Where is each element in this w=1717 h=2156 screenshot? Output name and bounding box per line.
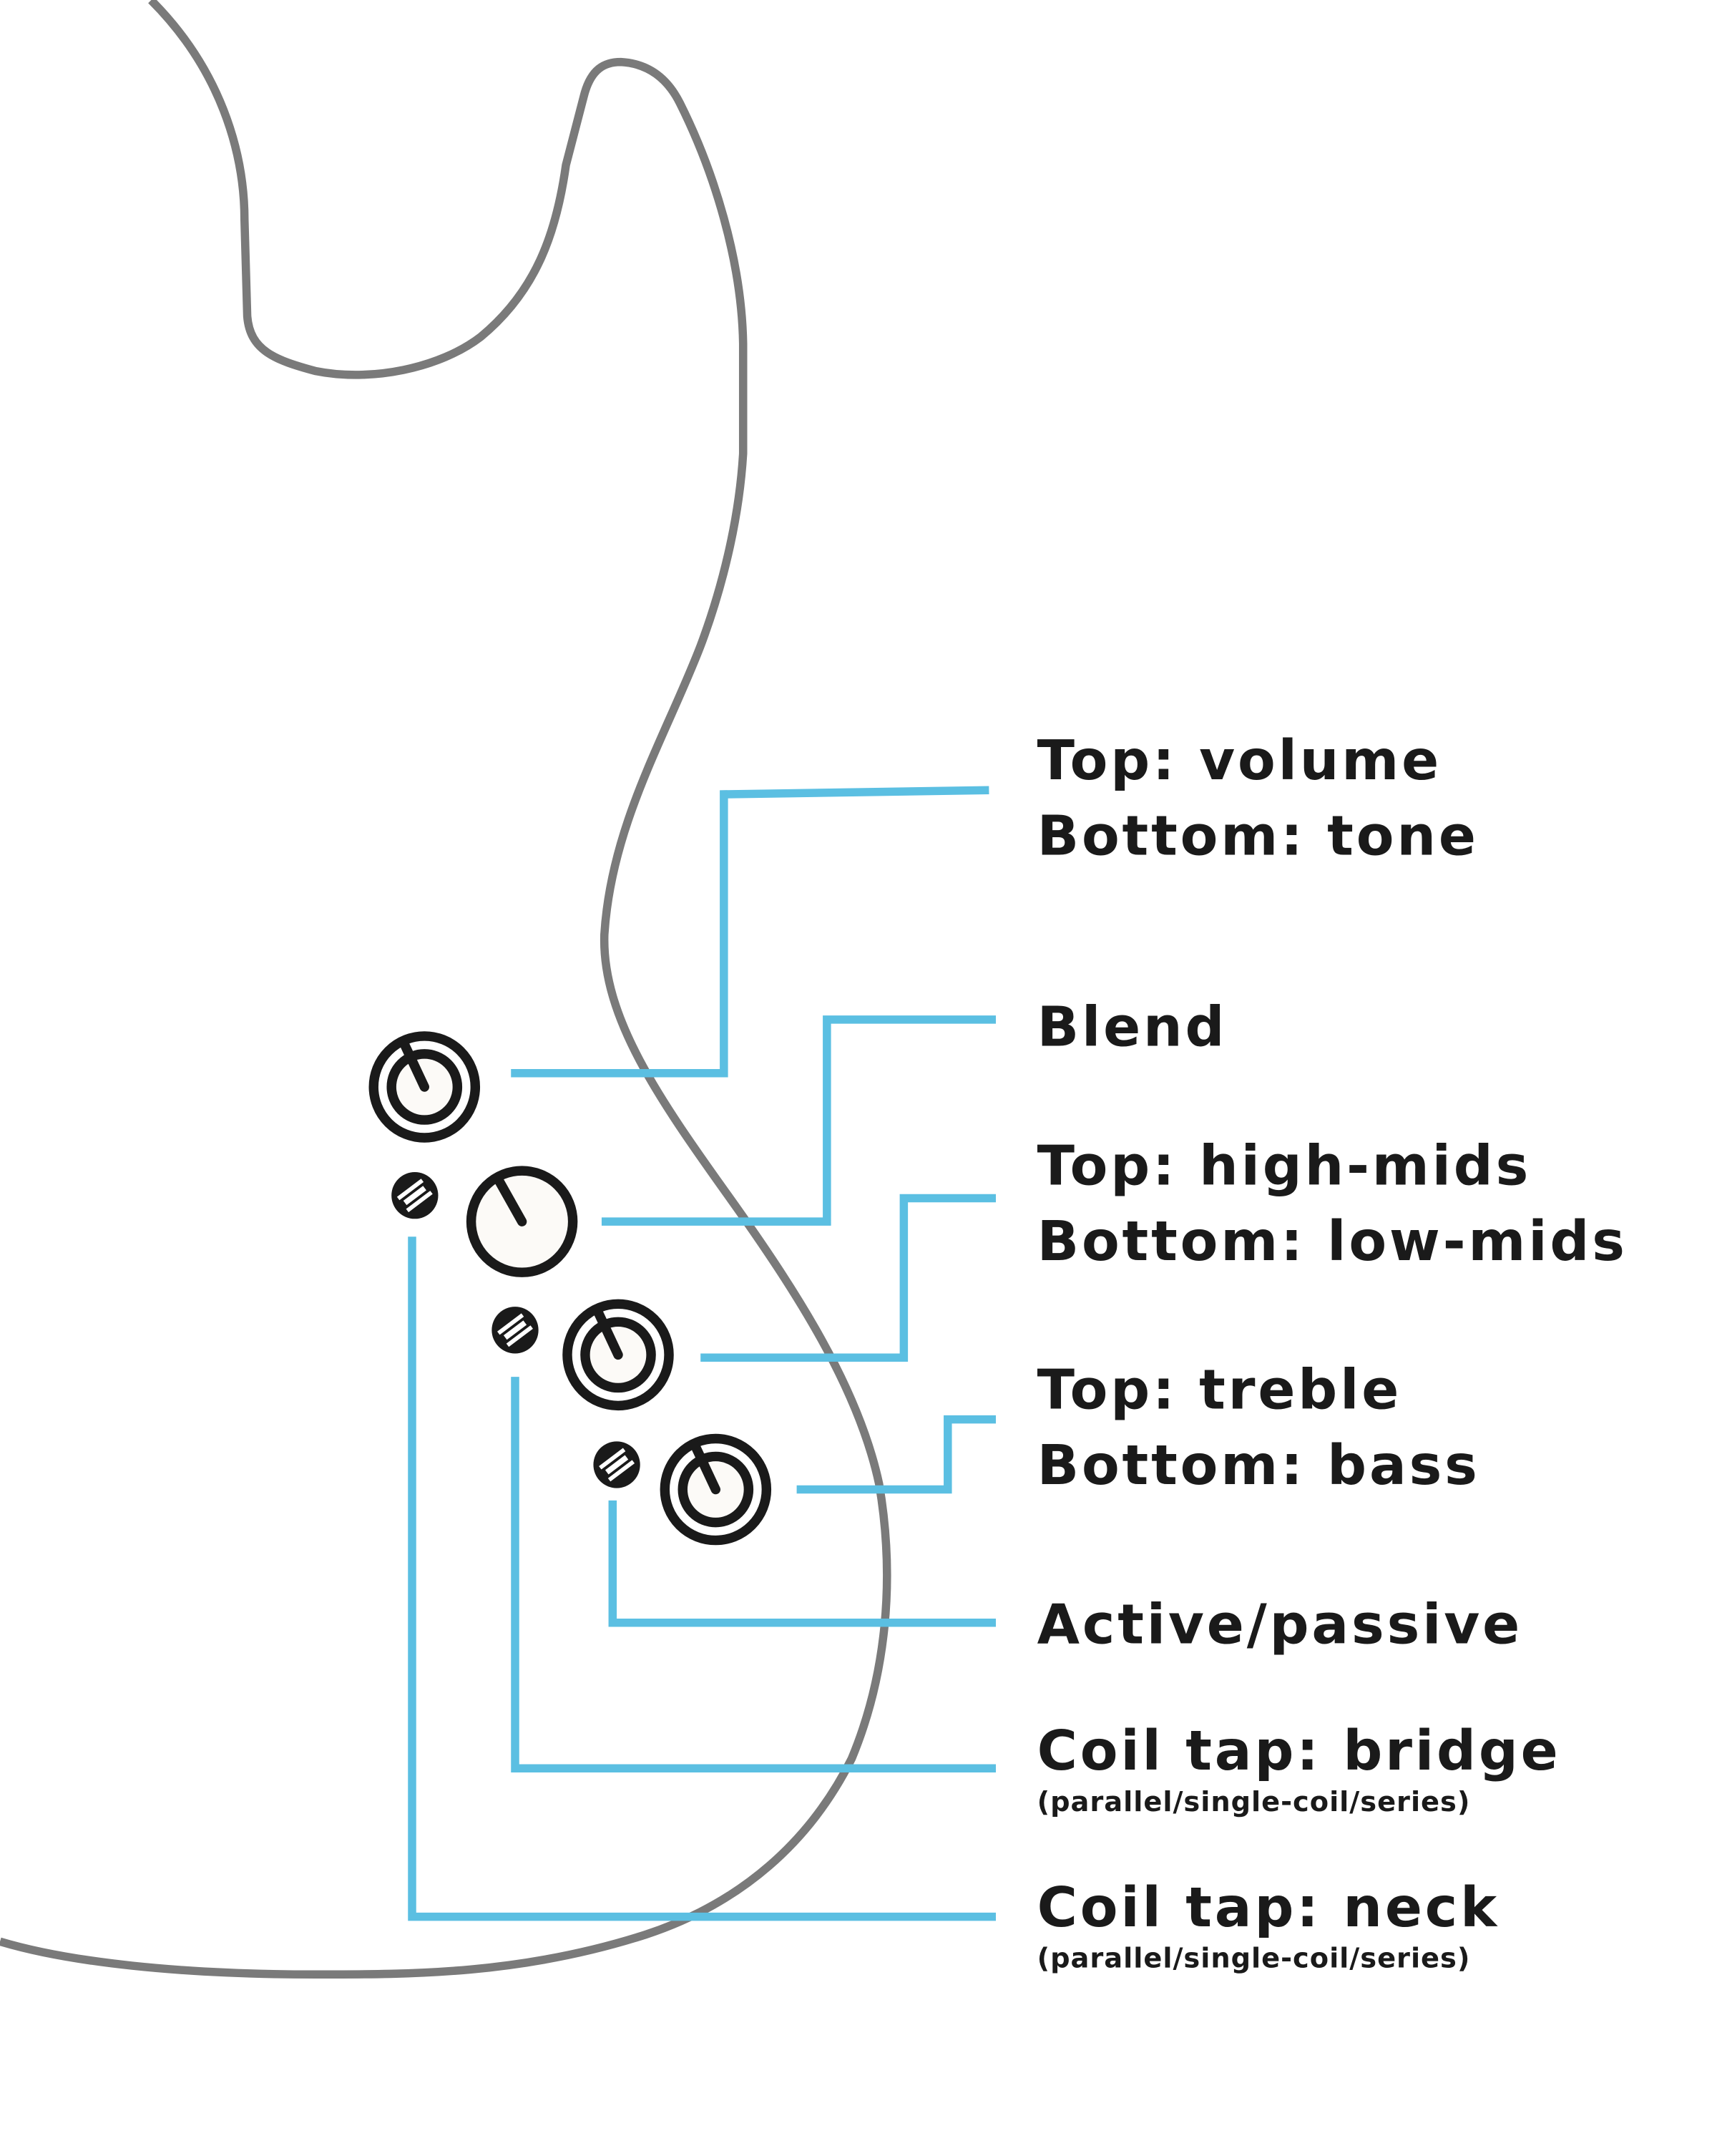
leader-coil-bridge — [511, 1377, 996, 1773]
leader-active-passive — [608, 1500, 996, 1627]
leader-treble-bass — [796, 1415, 996, 1494]
leader-blend — [601, 1015, 996, 1226]
leader-coil-neck — [408, 1236, 996, 1921]
switch-coil-bridge[interactable] — [491, 1307, 539, 1354]
stacked-knob-treble-bass[interactable] — [660, 1433, 772, 1546]
label-bass: Bottom: bass — [1037, 1434, 1480, 1498]
leader-mids — [700, 1194, 996, 1362]
label-treble: Top: treble — [1037, 1358, 1402, 1422]
label-coil-neck-sub: (parallel/single-coil/series) — [1037, 1943, 1471, 1975]
leader-lines — [408, 786, 996, 1921]
label-low-mids: Bottom: low-mids — [1037, 1210, 1628, 1274]
label-active-passive: Active/passive — [1037, 1594, 1523, 1657]
guitar-body-outline — [0, 0, 891, 1979]
label-blend: Blend — [1037, 995, 1228, 1059]
label-coil-bridge-sub: (parallel/single-coil/series) — [1037, 1786, 1471, 1818]
label-tone: Bottom: tone — [1037, 805, 1479, 869]
stacked-knob-mids[interactable] — [562, 1299, 674, 1411]
switch-coil-neck[interactable] — [391, 1172, 439, 1219]
leader-volume-tone — [511, 786, 989, 1078]
label-volume: Top: volume — [1037, 729, 1442, 793]
label-high-mids: Top: high-mids — [1037, 1134, 1532, 1198]
knob-blend[interactable] — [466, 1166, 578, 1277]
label-coil-neck: Coil tap: neck — [1037, 1876, 1500, 1940]
stacked-knob-volume-tone[interactable] — [368, 1031, 481, 1143]
switch-active-passive[interactable] — [593, 1441, 640, 1488]
label-coil-bridge: Coil tap: bridge — [1037, 1720, 1561, 1783]
